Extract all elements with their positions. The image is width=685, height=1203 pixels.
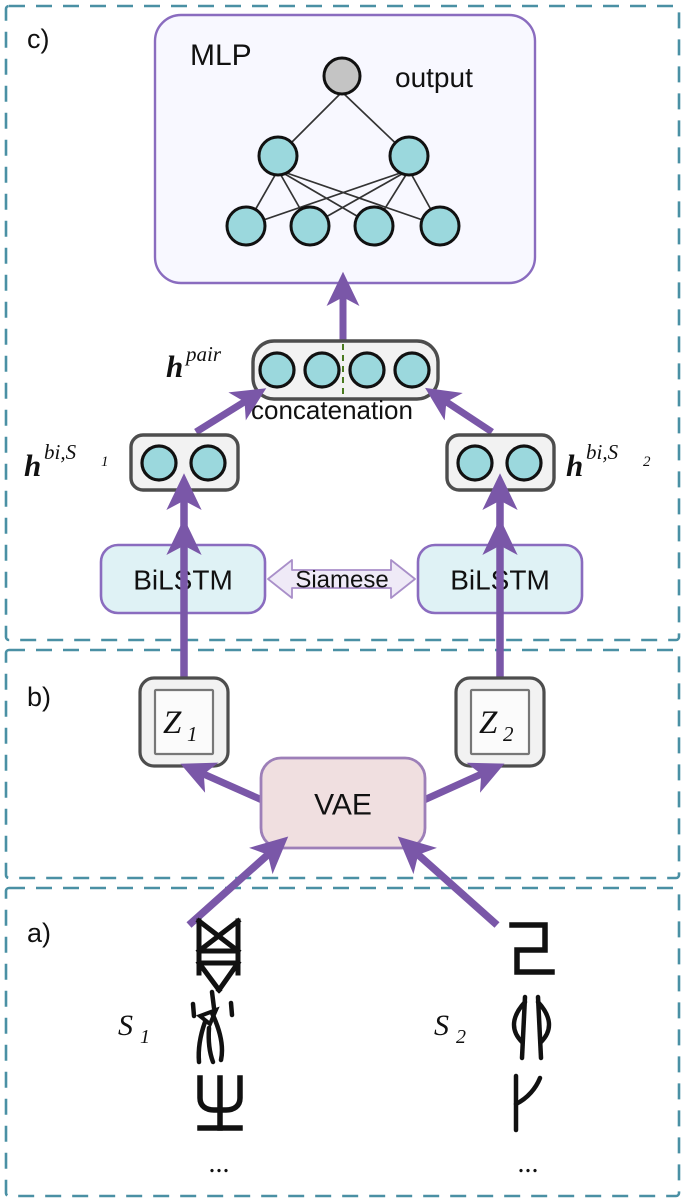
panel-borders (4, 4, 681, 1198)
mlp-hidden-node[interactable] (257, 135, 299, 177)
h-pair-label-superscript: pair (184, 342, 222, 366)
arrow-right-vector-to-concat (425, 387, 494, 435)
panel-label-b: b) (27, 682, 51, 712)
mlp-title: MLP (190, 39, 252, 72)
left-hidden-node[interactable] (140, 444, 178, 482)
mlp-input-node[interactable] (225, 205, 267, 247)
h-bi-s1-label-main: h (24, 448, 41, 483)
sequence-s2-ellipsis: ... (518, 1148, 539, 1179)
sequence-s1-ellipsis: ... (209, 1148, 230, 1179)
h-bi-s1-label-subscript: 1 (101, 454, 109, 470)
sequence-s2-label-main: S (434, 1009, 449, 1042)
mlp-output-node[interactable] (322, 56, 362, 96)
sequence-s2-label: S 2 (434, 1009, 466, 1048)
concat-node[interactable] (393, 351, 431, 389)
concatenation-box (251, 339, 440, 401)
panel-label-a: a) (27, 918, 51, 948)
mlp-input-node[interactable] (289, 205, 331, 247)
latent-z2-label-subscript: 2 (503, 722, 514, 746)
latent-z2-label-main: Z (479, 705, 498, 741)
left-hidden-vector[interactable] (129, 433, 240, 492)
latent-z1-label-main: Z (163, 705, 182, 741)
sequence-s2-label-subscript: 2 (456, 1026, 466, 1048)
oracle-branch-glyph (513, 1073, 543, 1133)
panel-a-border (4, 886, 681, 1198)
concatenation-vector[interactable] (251, 339, 440, 401)
h-pair-label-main: h (166, 349, 183, 384)
vae-background (259, 756, 427, 850)
latent-z1-box[interactable]: Z 1 (138, 676, 230, 768)
oracle-trident-glyph (197, 1075, 243, 1131)
h-bi-s2-label-superscript: bi,S (586, 440, 619, 464)
mlp-output-label: output (395, 62, 473, 93)
sequence-s1-label-subscript: 1 (140, 1026, 150, 1048)
h-pair-label: h pair (166, 342, 222, 384)
siamese-label: Siamese (295, 567, 388, 594)
panel-b-border (4, 648, 681, 880)
concat-node[interactable] (258, 351, 296, 389)
mlp-box[interactable]: MLP output (153, 13, 537, 285)
latent-z2-box[interactable]: Z 2 (454, 676, 546, 768)
arrow-vae-to-z2 (422, 762, 505, 804)
h-bi-s2-label: h bi,S 2 (566, 440, 651, 483)
arrow-left-vector-to-concat (194, 388, 267, 435)
latent-z1-label-subscript: 1 (187, 722, 198, 746)
panel-label-c: c) (27, 24, 50, 54)
sequence-s1-label: S 1 (118, 1009, 150, 1048)
arrow-vae-to-z1 (180, 762, 264, 804)
sequence-s1-label-main: S (118, 1009, 133, 1042)
right-hidden-vector[interactable] (445, 433, 556, 492)
h-bi-s1-label: h bi,S 1 (24, 440, 109, 483)
h-bi-s2-label-subscript: 2 (643, 454, 651, 470)
siamese-connector: Siamese (267, 559, 416, 599)
concat-node[interactable] (303, 351, 341, 389)
latent-z2-inner (469, 688, 531, 756)
concatenation-caption: concatenation (251, 395, 413, 425)
right-hidden-node[interactable] (456, 444, 494, 482)
left-hidden-node[interactable] (189, 444, 227, 482)
siamese-double-arrow (267, 559, 416, 599)
oracle-bird-glyph (190, 989, 235, 1065)
right-hidden-node[interactable] (505, 444, 543, 482)
arrow-s2-to-vae (397, 836, 500, 928)
vae-box[interactable]: VAE (259, 756, 427, 850)
concat-node[interactable] (348, 351, 386, 389)
vae-label: VAE (314, 789, 372, 822)
arrow-s1-to-vae (186, 836, 289, 928)
mlp-input-node[interactable] (353, 205, 395, 247)
oracle-bowtie-glyph (195, 917, 242, 994)
h-bi-s1-label-superscript: bi,S (44, 440, 77, 464)
h-bi-s2-label-main: h (566, 448, 583, 483)
mlp-input-node[interactable] (419, 205, 461, 247)
oracle-zigzag-glyph (509, 922, 555, 975)
oracle-double-arc-glyph (511, 994, 552, 1061)
latent-z1-inner (153, 688, 215, 756)
mlp-hidden-node[interactable] (388, 135, 430, 177)
panel-c-border (4, 4, 681, 642)
